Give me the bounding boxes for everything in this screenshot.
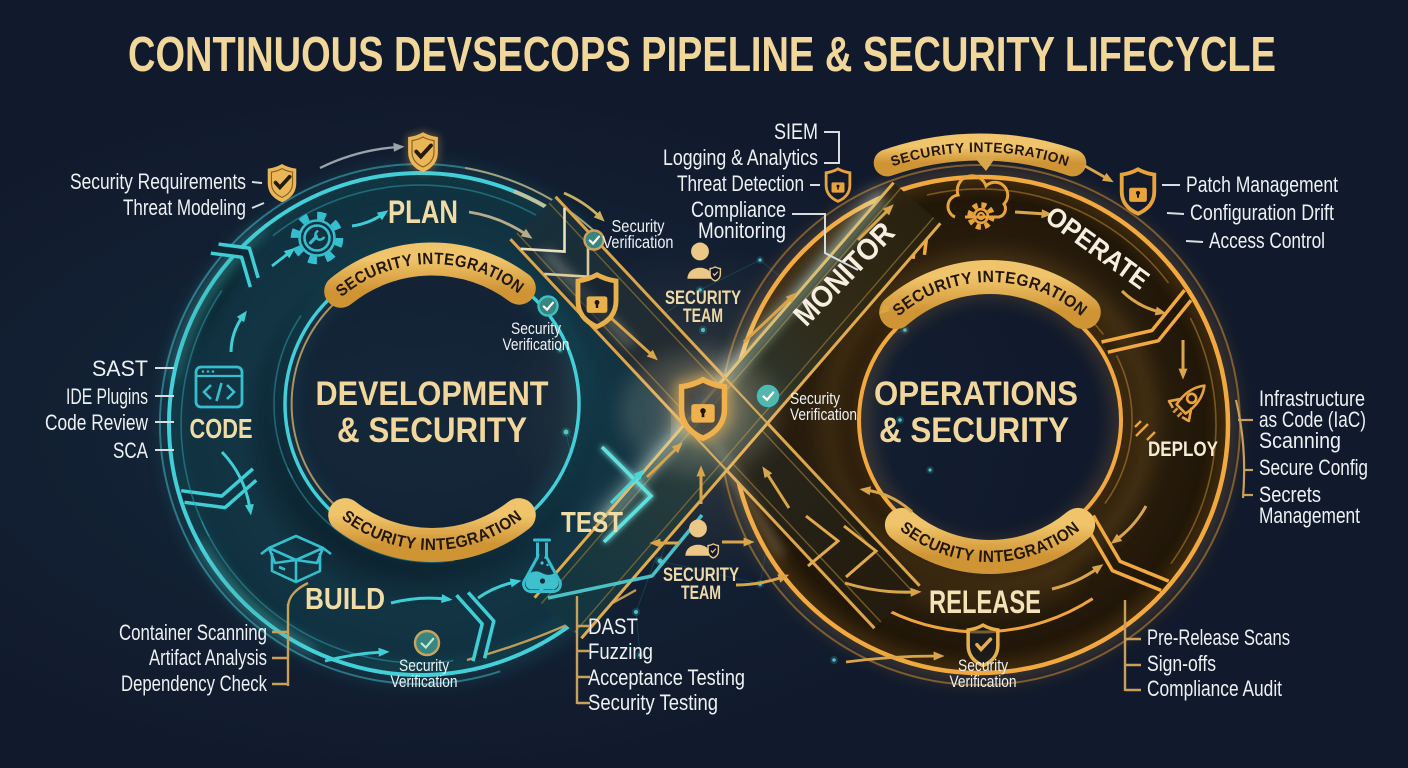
svg-text:OPERATIONS: OPERATIONS xyxy=(874,375,1078,413)
svg-text:Compliance: Compliance xyxy=(691,197,786,222)
svg-text:Monitoring: Monitoring xyxy=(698,218,786,243)
svg-text:Security: Security xyxy=(511,320,562,338)
svg-text:Threat Modeling: Threat Modeling xyxy=(123,195,246,220)
svg-text:Compliance Audit: Compliance Audit xyxy=(1147,676,1282,701)
svg-text:Acceptance Testing: Acceptance Testing xyxy=(588,665,745,690)
svg-text:Dependency Check: Dependency Check xyxy=(121,671,268,696)
svg-text:Fuzzing: Fuzzing xyxy=(588,639,653,664)
svg-text:SIEM: SIEM xyxy=(774,119,818,144)
svg-text:Security Testing: Security Testing xyxy=(588,690,718,715)
svg-text:Security Requirements: Security Requirements xyxy=(70,169,246,194)
svg-text:Management: Management xyxy=(1259,503,1360,528)
svg-text:Sign-offs: Sign-offs xyxy=(1147,651,1216,676)
svg-text:Verification: Verification xyxy=(950,673,1017,691)
svg-text:TEAM: TEAM xyxy=(681,583,721,604)
svg-text:Code Review: Code Review xyxy=(45,410,148,435)
svg-text:Verification: Verification xyxy=(603,232,674,252)
svg-text:SECURITY: SECURITY xyxy=(663,565,739,586)
svg-text:Threat Detection: Threat Detection xyxy=(677,171,804,196)
svg-text:DEVELOPMENT: DEVELOPMENT xyxy=(316,375,549,413)
svg-text:Access Control: Access Control xyxy=(1209,228,1325,253)
svg-text:CONTINUOUS DEVSECOPS PIPELINE: CONTINUOUS DEVSECOPS PIPELINE & SECURITY… xyxy=(128,28,1276,82)
svg-text:IDE Plugins: IDE Plugins xyxy=(66,384,148,409)
svg-text:PLAN: PLAN xyxy=(388,194,458,230)
svg-text:Verification: Verification xyxy=(503,336,570,354)
svg-text:Configuration Drift: Configuration Drift xyxy=(1190,200,1334,225)
svg-text:as Code (IaC): as Code (IaC) xyxy=(1259,407,1366,432)
svg-text:DEPLOY: DEPLOY xyxy=(1148,437,1218,461)
svg-text:Security: Security xyxy=(612,216,665,236)
svg-text:Patch Management: Patch Management xyxy=(1186,172,1338,197)
svg-text:Logging & Analytics: Logging & Analytics xyxy=(663,145,818,170)
svg-text:& SECURITY: & SECURITY xyxy=(337,411,527,450)
svg-text:Container Scanning: Container Scanning xyxy=(119,620,267,645)
svg-text:SCA: SCA xyxy=(113,438,148,463)
svg-text:& SECURITY: & SECURITY xyxy=(879,411,1069,450)
svg-text:Scanning: Scanning xyxy=(1259,428,1341,453)
svg-text:Security: Security xyxy=(958,657,1009,675)
svg-text:Secure Config: Secure Config xyxy=(1259,455,1368,480)
svg-text:Secrets: Secrets xyxy=(1259,482,1321,507)
svg-text:BUILD: BUILD xyxy=(305,581,385,616)
svg-text:CODE: CODE xyxy=(190,413,253,444)
svg-text:Security: Security xyxy=(790,390,841,408)
svg-text:RELEASE: RELEASE xyxy=(929,584,1041,620)
svg-text:Infrastructure: Infrastructure xyxy=(1259,386,1365,411)
svg-text:Verification: Verification xyxy=(391,673,458,691)
svg-text:SAST: SAST xyxy=(92,356,148,381)
svg-text:Security: Security xyxy=(399,657,450,675)
svg-text:SECURITY: SECURITY xyxy=(665,288,741,309)
svg-text:Verification: Verification xyxy=(790,406,857,424)
svg-text:Artifact Analysis: Artifact Analysis xyxy=(149,645,267,670)
svg-text:TEAM: TEAM xyxy=(683,306,723,327)
svg-text:Pre-Release Scans: Pre-Release Scans xyxy=(1147,625,1290,650)
svg-text:DAST: DAST xyxy=(588,614,638,639)
svg-text:TEST: TEST xyxy=(561,507,623,539)
